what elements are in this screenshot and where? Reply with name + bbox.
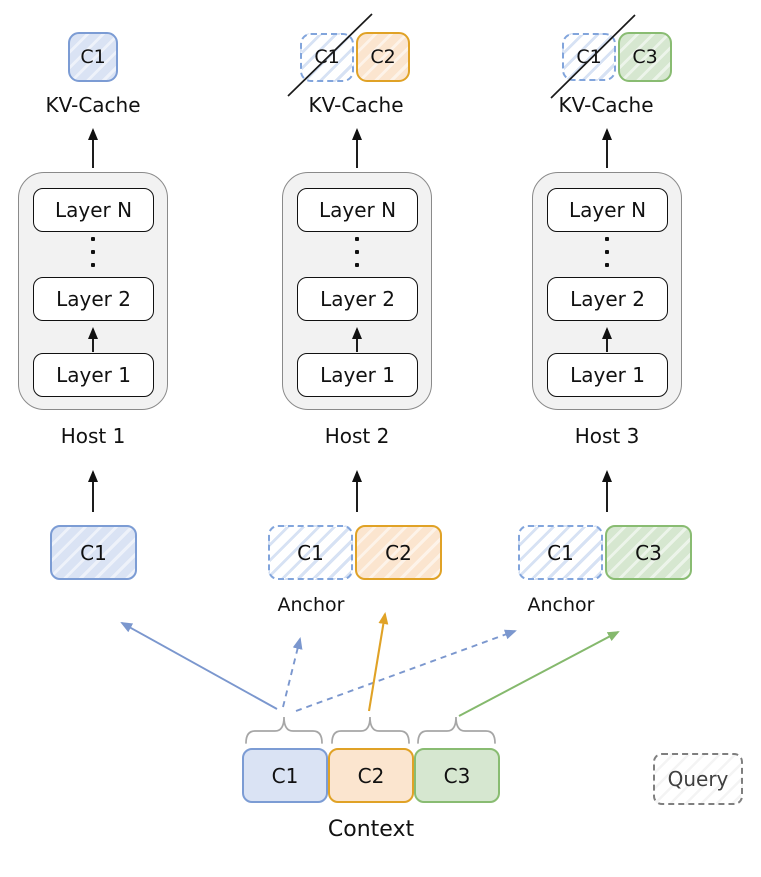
host2-kv-chunk-c1-evicted: C1: [300, 33, 354, 82]
host3-input-anchor-c1: C1: [518, 525, 603, 580]
host2-ellipsis-dots: [355, 237, 359, 267]
host3-label: Host 3: [574, 424, 640, 448]
host3-kv-chunk-c1-evicted: C1: [562, 33, 616, 81]
host3-stack: Layer N Layer 2 Layer 1: [532, 172, 682, 410]
host3-layer-1: Layer 1: [547, 353, 668, 397]
host3-layer-2: Layer 2: [547, 277, 668, 321]
c2-to-host2-arrow: [367, 612, 389, 712]
host2-layer-2: Layer 2: [297, 277, 418, 321]
host2-stack: Layer N Layer 2 Layer 1: [282, 172, 432, 410]
host1-layer-2: Layer 2: [33, 277, 154, 321]
c1-to-host2-anchor-arrow: [282, 637, 303, 708]
c1-brace: [245, 716, 323, 744]
host2-kv-cache-label: KV-Cache: [308, 93, 404, 117]
host2-label: Host 2: [324, 424, 390, 448]
host2-layer-1: Layer 1: [297, 353, 418, 397]
host3-kv-chunk-c3: C3: [618, 32, 672, 82]
context-chunk-c1: C1: [242, 748, 328, 803]
host3-ellipsis-dots: [605, 237, 609, 267]
host1-layer-n: Layer N: [33, 188, 154, 232]
c3-brace: [417, 716, 496, 744]
host1-input-chunk-c1: C1: [50, 525, 137, 580]
host2-anchor-label: Anchor: [277, 594, 345, 616]
host1-kv-chunk-c1: C1: [68, 32, 118, 82]
c3-to-host3-arrow: [458, 631, 620, 717]
context-chunk-c3: C3: [414, 748, 500, 803]
host3-anchor-label: Anchor: [527, 594, 595, 616]
c1-to-host3-anchor-arrow: [295, 629, 517, 712]
host3-input-chunk-c3: C3: [605, 525, 692, 580]
host1-layer-1: Layer 1: [33, 353, 154, 397]
query-box: Query: [653, 753, 743, 805]
host2-kv-chunk-c2: C2: [356, 32, 410, 82]
c2-brace: [331, 716, 410, 744]
host1-ellipsis-dots: [91, 237, 95, 267]
host2-input-anchor-c1: C1: [268, 525, 353, 580]
host3-kv-cache-label: KV-Cache: [558, 93, 654, 117]
c1-to-host1-arrow: [120, 622, 278, 710]
context-chunk-c2: C2: [328, 748, 414, 803]
host2-input-chunk-c2: C2: [355, 525, 442, 580]
context-label: Context: [327, 817, 415, 842]
host2-layer-n: Layer N: [297, 188, 418, 232]
host1-stack: Layer N Layer 2 Layer 1: [18, 172, 168, 410]
host3-layer-n: Layer N: [547, 188, 668, 232]
host1-label: Host 1: [60, 424, 126, 448]
host1-kv-cache-label: KV-Cache: [45, 93, 141, 117]
